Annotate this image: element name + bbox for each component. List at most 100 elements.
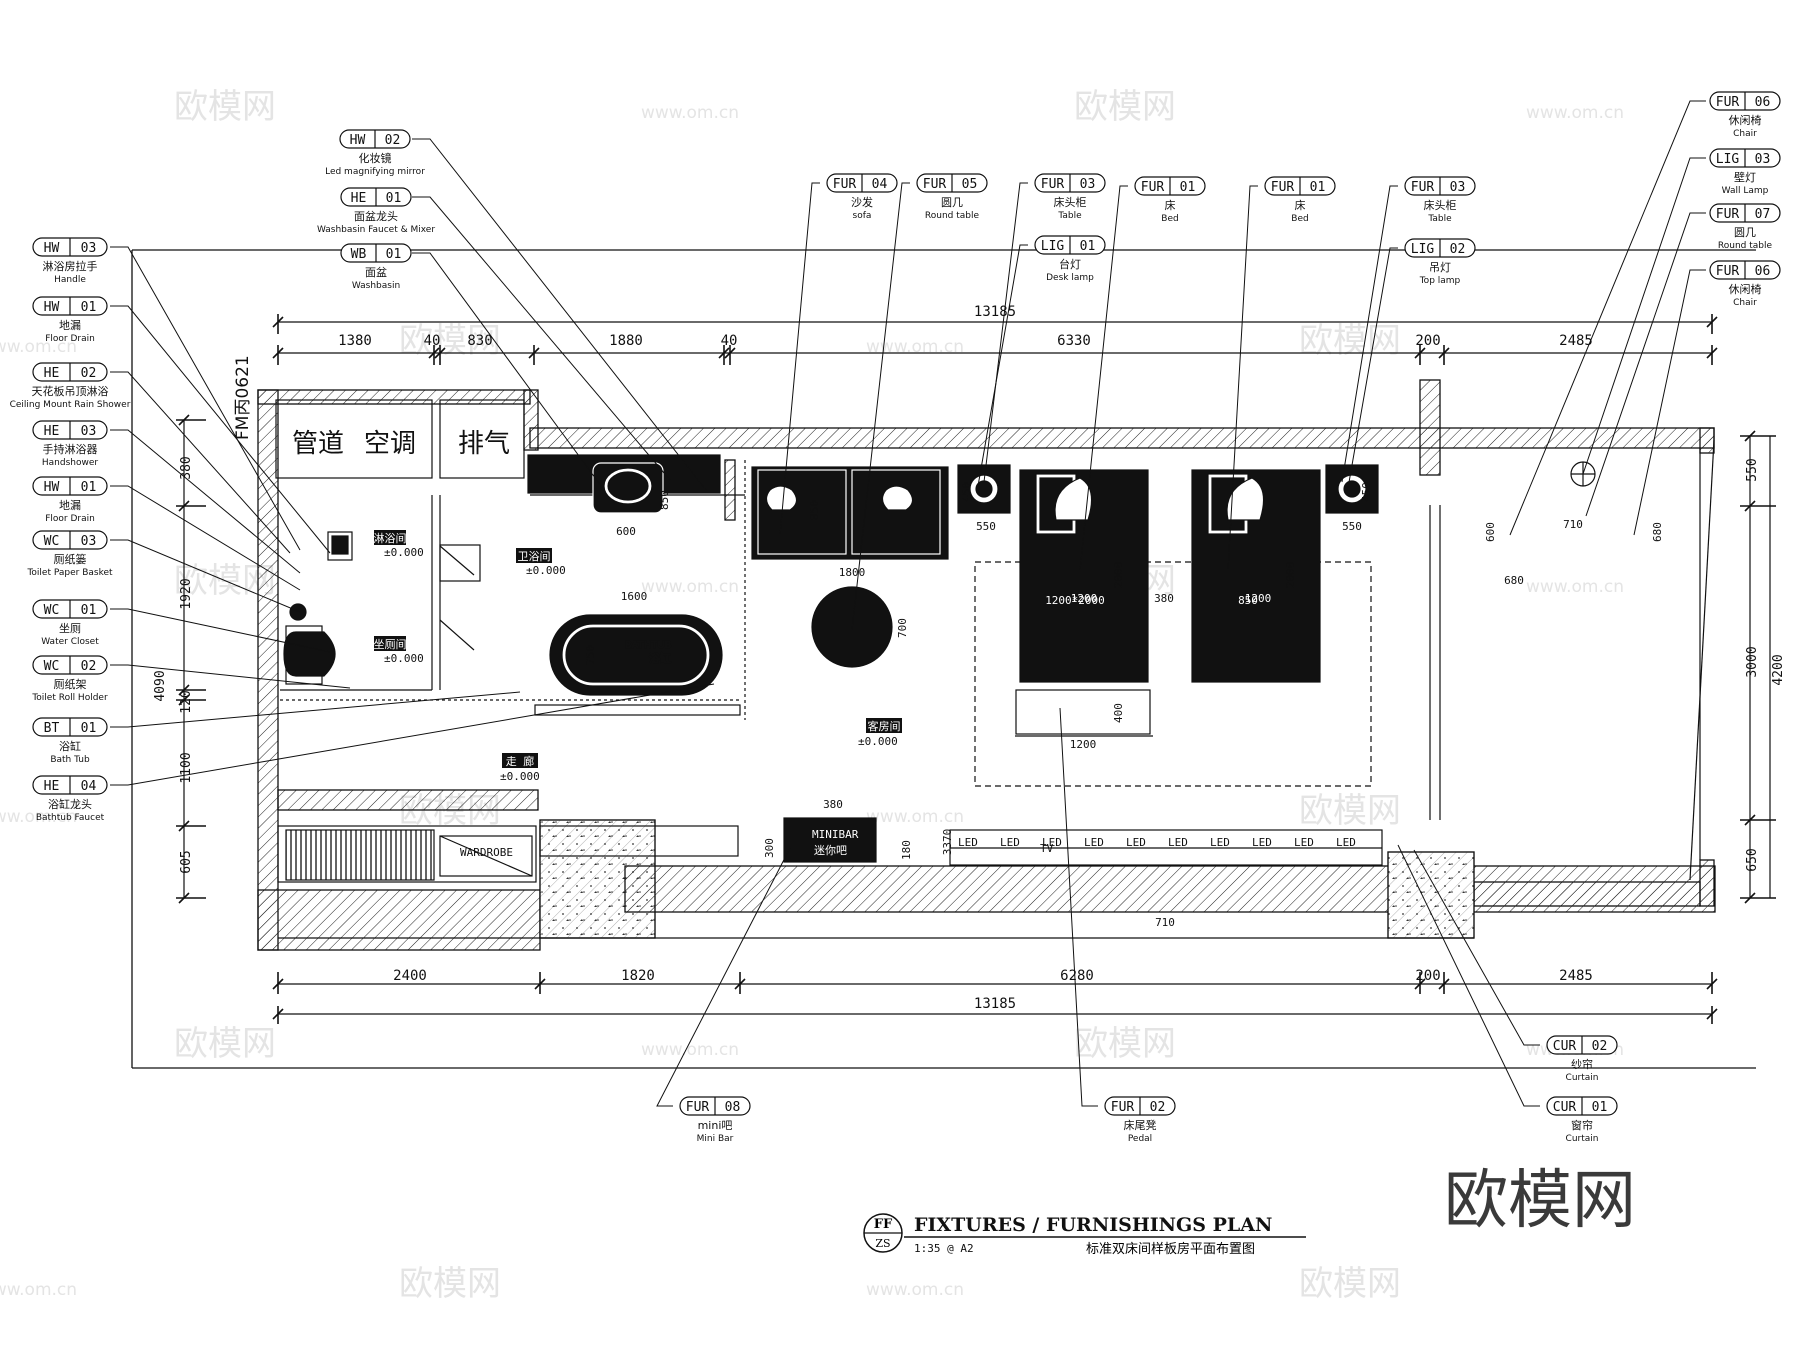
svg-text:02: 02 <box>81 659 97 674</box>
label-toilet-room: 坐厕间 <box>374 638 407 651</box>
svg-text:HE: HE <box>44 366 60 381</box>
svg-text:Washbasin: Washbasin <box>352 281 400 291</box>
dim-top-3: 1880 <box>609 333 643 349</box>
svg-text:床头柜: 床头柜 <box>1424 198 1457 212</box>
svg-text:Chair: Chair <box>1733 298 1757 308</box>
svg-text:沙发: 沙发 <box>851 195 873 209</box>
dim-top-5: 6330 <box>1057 333 1091 349</box>
svg-text:HW: HW <box>350 133 366 148</box>
svg-text:吊灯: 吊灯 <box>1429 261 1451 274</box>
svg-text:01: 01 <box>386 191 402 206</box>
svg-text:01: 01 <box>1180 180 1196 195</box>
svg-text:Bath Tub: Bath Tub <box>50 755 90 765</box>
led-label: LED <box>1168 836 1188 849</box>
title-badge-bottom: ZS <box>875 1237 890 1250</box>
svg-text:浴缸龙头: 浴缸龙头 <box>48 797 92 811</box>
svg-text:FUR: FUR <box>1041 177 1065 192</box>
svg-text:03: 03 <box>81 241 97 256</box>
watermark-url: www.om.cn <box>1526 103 1624 123</box>
led-label: LED <box>1210 836 1230 849</box>
svg-text:LIG: LIG <box>1041 239 1065 254</box>
label-bathtub-en: BATHTUB <box>625 640 672 651</box>
elev-corridor: ±0.000 <box>500 770 540 783</box>
dim-total-bottom: 13185 <box>974 996 1016 1012</box>
elev-toilet: ±0.000 <box>384 652 424 665</box>
interior-dim: 680 <box>1651 522 1664 542</box>
svg-text:Water Closet: Water Closet <box>41 637 99 647</box>
dim-top-2: 830 <box>467 333 492 349</box>
interior-dim: 550 <box>1342 520 1362 533</box>
dim-top-4: 40 <box>721 333 738 349</box>
interior-dim: 1600 <box>621 590 648 603</box>
svg-text:厕纸篓: 厕纸篓 <box>54 552 87 566</box>
dim-top-6: 200 <box>1415 333 1440 349</box>
interior-dim: 850 <box>808 500 821 520</box>
svg-text:Chair: Chair <box>1733 129 1757 139</box>
svg-text:Mini Bar: Mini Bar <box>697 1134 734 1144</box>
watermark-layer: 欧模网欧模网欧模网欧模网欧模网欧模网欧模网欧模网欧模网欧模网欧模网欧模网www.… <box>0 87 1636 1304</box>
svg-text:04: 04 <box>872 177 888 192</box>
svg-text:坐厕: 坐厕 <box>59 622 81 635</box>
svg-text:02: 02 <box>1450 242 1466 257</box>
svg-text:FUR: FUR <box>686 1100 710 1115</box>
svg-text:WB: WB <box>351 247 367 262</box>
svg-text:厕纸架: 厕纸架 <box>54 678 87 691</box>
label-minibar-en: MINIBAR <box>812 828 859 841</box>
svg-text:Wall Lamp: Wall Lamp <box>1722 186 1769 196</box>
interior-dim: 1200 <box>1071 592 1098 605</box>
svg-text:03: 03 <box>1755 152 1771 167</box>
led-label: LED <box>1294 836 1314 849</box>
interior-dim: 680 <box>1504 574 1524 587</box>
svg-text:Handle: Handle <box>54 275 86 285</box>
svg-text:壁灯: 壁灯 <box>1734 170 1756 184</box>
watermark-logo: 欧模网 <box>1299 321 1401 361</box>
svg-text:Toilet Roll Holder: Toilet Roll Holder <box>31 693 108 703</box>
watermark-corner-logo: 欧模网 <box>1444 1164 1636 1238</box>
svg-text:Table: Table <box>1057 211 1082 221</box>
watermark-logo: 欧模网 <box>1299 1264 1401 1304</box>
svg-text:Floor Drain: Floor Drain <box>45 334 95 344</box>
label-minibar-cn: 迷你吧 <box>814 844 847 857</box>
interior-dim: 400 <box>1112 703 1125 723</box>
dim-right-3: 650 <box>1745 848 1760 871</box>
room-tags: 淋浴间 ±0.000 坐厕间 ±0.000 卫浴间 ±0.000 客房间 ±0.… <box>374 530 902 783</box>
dimension-lines <box>183 321 1771 1015</box>
svg-text:08: 08 <box>725 1100 741 1115</box>
svg-text:01: 01 <box>81 721 97 736</box>
title-main: FIXTURES / FURNISHINGS PLAN <box>914 1214 1272 1236</box>
dim-top-7: 2485 <box>1559 333 1593 349</box>
watermark-url: www.om.cn <box>641 103 739 123</box>
watermark-logo: 欧模网 <box>1074 1024 1176 1064</box>
svg-text:Ceiling Mount Rain Shower: Ceiling Mount Rain Shower <box>10 400 131 410</box>
svg-text:窗帘: 窗帘 <box>1571 1118 1593 1132</box>
title-scale: 1:35 @ A2 <box>914 1242 974 1255</box>
svg-text:FUR: FUR <box>1716 264 1740 279</box>
dim-right-2: 4200 <box>1771 654 1786 685</box>
svg-text:Pedal: Pedal <box>1128 1134 1152 1144</box>
svg-text:面盆龙头: 面盆龙头 <box>354 209 398 223</box>
svg-text:Bed: Bed <box>1291 214 1308 224</box>
label-tv: TV <box>1040 842 1054 855</box>
dim-top-0: 1380 <box>338 333 372 349</box>
svg-text:床: 床 <box>1295 198 1306 212</box>
title-badge-top: FF <box>874 1217 893 1232</box>
label-washroom: 卫浴间 <box>518 550 551 563</box>
svg-text:FUR: FUR <box>1411 180 1435 195</box>
watermark-logo: 欧模网 <box>1074 87 1176 127</box>
watermark-url: www.om.cn <box>0 1280 77 1300</box>
